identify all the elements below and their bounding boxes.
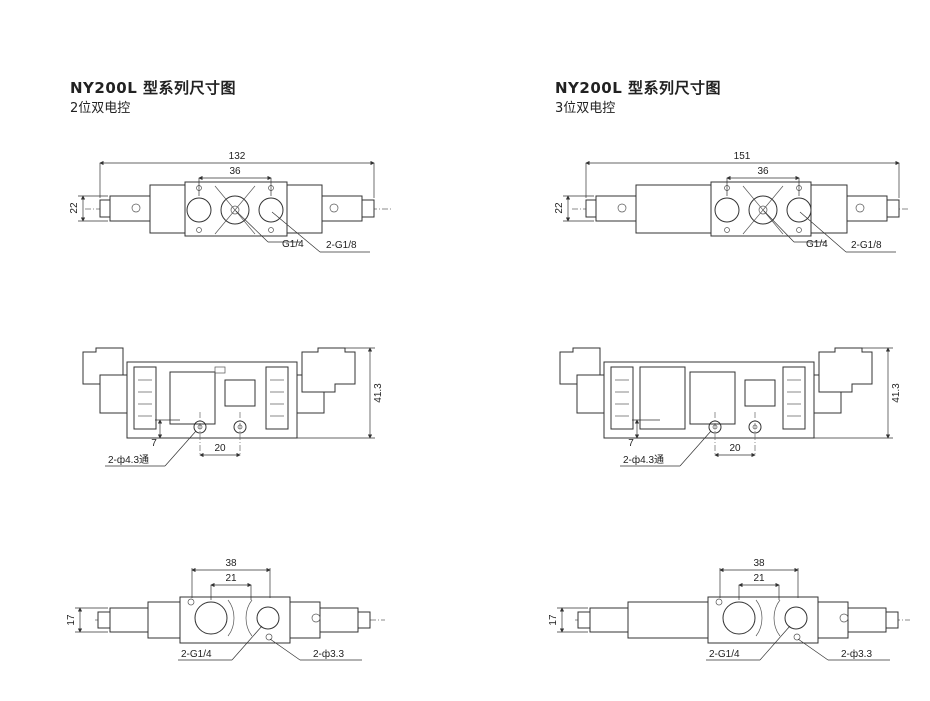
left-dim-overall-length: 132 [229, 151, 246, 162]
right-column: 151 36 22 G1/4 2-G1/8 [548, 151, 910, 661]
right-label-port-thread: G1/4 [806, 239, 828, 250]
left-label-pilot-thread: 2-G1/8 [326, 240, 357, 251]
right-top-view: 151 36 22 G1/4 2-G1/8 [554, 151, 910, 253]
right-dim-hole-spacing: 20 [729, 443, 741, 454]
left-column: 132 36 22 G1/4 2-G1/8 [66, 151, 392, 661]
right-dim-height-bottom: 17 [548, 614, 559, 626]
left-dim-port-spacing: 36 [229, 166, 241, 177]
left-dim-bottom-inner: 21 [225, 573, 237, 584]
left-dim-height-bottom: 17 [66, 614, 77, 626]
right-label-pilot-thread: 2-G1/8 [851, 240, 882, 251]
left-dim-height-top: 22 [69, 202, 80, 214]
right-dim-height-side: 41.3 [891, 383, 902, 403]
right-dim-height-top: 22 [554, 202, 565, 214]
diagram-subtitle-right: 3位双电控 [555, 101, 616, 116]
right-dim-bottom-inner: 21 [753, 573, 765, 584]
diagram-subtitle-left: 2位双电控 [70, 101, 131, 116]
diagram-title-right: NY200L 型系列尺寸图 [555, 79, 722, 97]
left-top-view: 132 36 22 G1/4 2-G1/8 [69, 151, 392, 253]
left-dim-bottom-outer: 38 [225, 558, 237, 569]
left-label-mount-holes: 2-ф4.3通 [108, 454, 149, 466]
left-label-port-thread: G1/4 [282, 239, 304, 250]
right-label-bottom-port: 2-G1/4 [709, 649, 740, 660]
right-label-mount-holes: 2-ф4.3通 [623, 454, 664, 466]
right-dim-overall-length: 151 [734, 151, 751, 162]
left-side-view: 41.3 7 20 2-ф4.3通 [82, 347, 384, 467]
left-bottom-view: 38 21 17 2-G1/4 2-ф3.3 [66, 558, 385, 661]
left-dim-hole-spacing: 20 [214, 443, 226, 454]
right-dim-hole-offset: 7 [628, 438, 634, 449]
left-dim-hole-offset: 7 [151, 438, 157, 449]
right-dim-port-spacing: 36 [757, 166, 769, 177]
right-label-bottom-holes: 2-ф3.3 [841, 648, 872, 660]
right-dim-bottom-outer: 38 [753, 558, 765, 569]
left-label-bottom-holes: 2-ф3.3 [313, 648, 344, 660]
right-side-view: 41.3 7 20 2-ф4.3通 [559, 347, 902, 467]
diagram-title-left: NY200L 型系列尺寸图 [70, 79, 237, 97]
left-label-bottom-port: 2-G1/4 [181, 649, 212, 660]
right-bottom-view: 38 21 17 2-G1/4 2-ф3.3 [548, 558, 910, 661]
left-dim-height-side: 41.3 [373, 383, 384, 403]
